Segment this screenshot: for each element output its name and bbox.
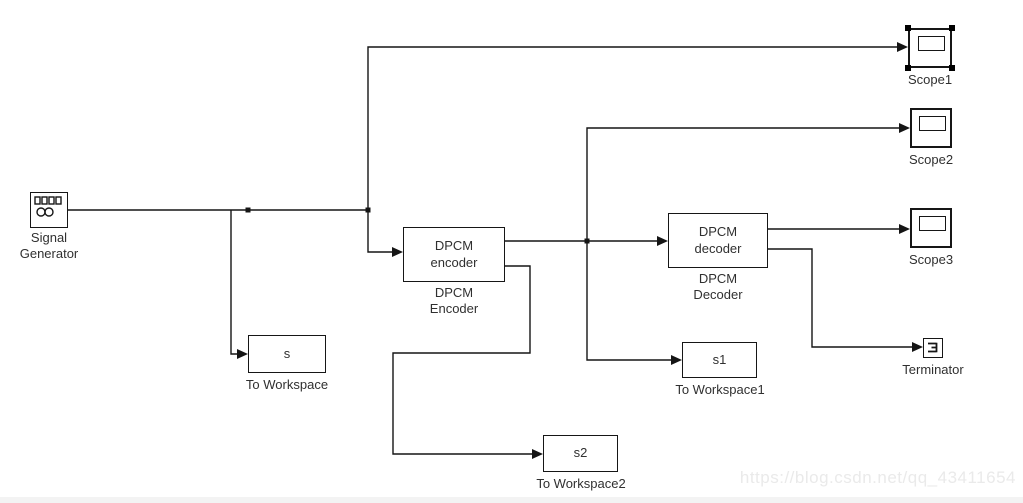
arrowhead <box>912 342 923 352</box>
to-workspace-block[interactable]: s <box>248 335 326 373</box>
scope2-label: Scope2 <box>908 152 954 167</box>
wire-to-scope2[interactable] <box>586 127 899 241</box>
terminator-block[interactable] <box>923 338 943 358</box>
wire-branch-to-workspace[interactable] <box>230 210 237 355</box>
wire-encoder2-to-workspace2[interactable] <box>392 265 532 455</box>
signal-generator-block[interactable] <box>30 192 68 228</box>
arrowhead <box>671 355 682 365</box>
to-workspace2-label: To Workspace2 <box>536 476 626 491</box>
scope-screen-icon <box>919 216 946 231</box>
csdn-watermark: https://blog.csdn.net/qq_43411654 <box>739 468 1016 487</box>
branch-dot <box>584 238 590 244</box>
terminator-label: Terminator <box>902 362 964 377</box>
terminator-icon <box>928 342 938 353</box>
to-workspace2-block[interactable]: s2 <box>543 435 618 472</box>
to-workspace1-label: To Workspace1 <box>675 382 765 397</box>
dpcm-decoder-body-text: DPCM decoder <box>694 224 742 256</box>
arrowhead <box>532 449 543 459</box>
scope1-block[interactable] <box>908 28 952 68</box>
selection-handle[interactable] <box>905 65 911 71</box>
branch-dot <box>365 207 371 213</box>
bottom-edge-band <box>0 497 1023 503</box>
scope3-label: Scope3 <box>908 252 954 267</box>
arrowhead <box>237 349 248 359</box>
signal-generator-icon <box>34 196 62 217</box>
branch-dot <box>245 207 251 213</box>
scope-screen-icon <box>918 36 945 51</box>
to-workspace-body-text: s <box>283 345 291 361</box>
selection-handle[interactable] <box>949 65 955 71</box>
selection-handle[interactable] <box>905 25 911 31</box>
arrowhead <box>392 247 403 257</box>
to-workspace1-block[interactable]: s1 <box>682 342 757 378</box>
arrowhead <box>897 42 908 52</box>
wire-to-encoder[interactable] <box>367 210 392 253</box>
dpcm-encoder-block[interactable]: DPCM encoder <box>403 227 505 282</box>
dpcm-encoder-body-text: DPCM encoder <box>430 238 478 270</box>
signal-generator-label: Signal Generator <box>19 230 79 262</box>
wire-to-scope1[interactable] <box>367 46 897 210</box>
scope-screen-icon <box>919 116 946 131</box>
dpcm-decoder-label: DPCM Decoder <box>693 271 743 303</box>
scope2-block[interactable] <box>910 108 952 148</box>
to-workspace1-body-text: s1 <box>712 351 727 367</box>
selection-handle[interactable] <box>949 25 955 31</box>
wire-decoder-to-terminator[interactable] <box>768 248 912 348</box>
arrowhead <box>657 236 668 246</box>
to-workspace2-body-text: s2 <box>573 445 588 461</box>
arrowhead <box>899 123 910 133</box>
scope1-label: Scope1 <box>907 72 953 87</box>
wire-to-workspace1[interactable] <box>586 241 671 361</box>
to-workspace-label: To Workspace <box>245 377 329 392</box>
dpcm-decoder-block[interactable]: DPCM decoder <box>668 213 768 268</box>
scope3-block[interactable] <box>910 208 952 248</box>
dpcm-encoder-label: DPCM Encoder <box>429 285 479 317</box>
arrowhead <box>899 224 910 234</box>
